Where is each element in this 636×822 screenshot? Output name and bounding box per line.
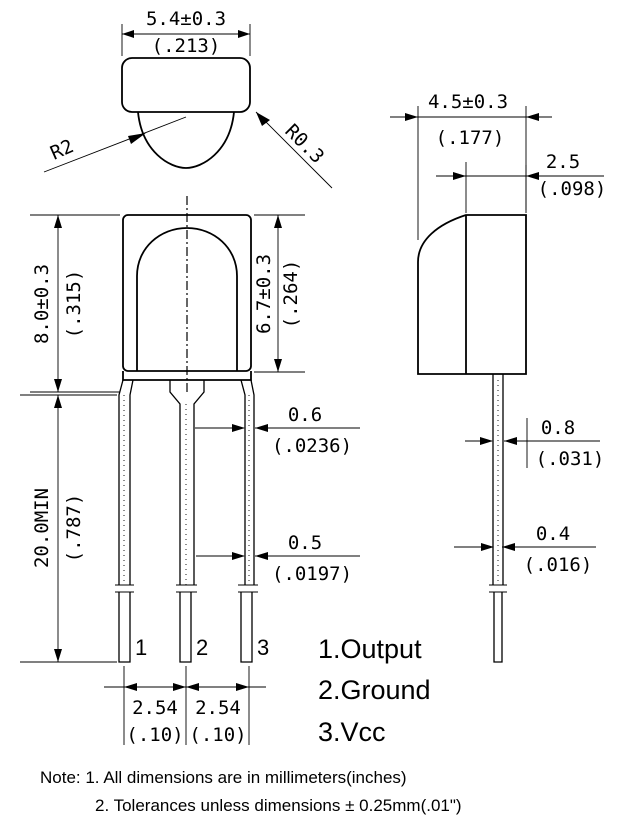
body-height-mm: 8.0±0.3 — [31, 264, 53, 344]
pin-legend: 1.Output 2.Ground 3.Vcc — [318, 634, 431, 747]
depth-mm: 4.5±0.3 — [428, 91, 508, 113]
pitch2-mm: 2.54 — [195, 697, 241, 719]
side-view-body — [417, 214, 527, 375]
body-height-in: (.315) — [63, 270, 85, 339]
top-view: 5.4±0.3 (.213) R2 R0.3 — [43, 8, 333, 189]
lens-depth-mm: 2.5 — [546, 151, 580, 173]
notes: Note: 1. All dimensions are in millimete… — [40, 768, 462, 815]
top-view-lens — [137, 111, 235, 169]
lead-thin-mm: 0.4 — [536, 523, 570, 545]
lead-thick-mm: 0.8 — [541, 417, 575, 439]
lead-length-in: (.787) — [63, 494, 85, 563]
pin-2-label: 2 — [196, 635, 208, 660]
front-view: 1 2 3 8.0±0.3 (.315) 6.7±0.3 (.264) 20.0… — [20, 196, 360, 746]
lens-depth-in: (.098) — [538, 178, 607, 200]
lead-width2-in: (.0197) — [272, 563, 352, 585]
lead-length-mm: 20.0MIN — [31, 488, 53, 568]
radius-left-label: R2 — [47, 135, 77, 164]
legend-vcc: 3.Vcc — [318, 717, 386, 747]
side-view: 4.5±0.3 (.177) 2.5 (.098) 0.8 (.031) 0.4… — [390, 91, 607, 663]
legend-output: 1.Output — [318, 634, 422, 664]
lead-width-in: (.0236) — [272, 435, 352, 457]
pin-1-label: 1 — [135, 635, 147, 660]
pitch1-mm: 2.54 — [132, 697, 178, 719]
pitch2-in: (.10) — [189, 724, 246, 746]
lead-thick-in: (.031) — [536, 448, 605, 470]
top-width-mm: 5.4±0.3 — [146, 8, 226, 30]
legend-ground: 2.Ground — [318, 675, 431, 705]
lead-width2-mm: 0.5 — [288, 532, 322, 554]
lens-height-in: (.264) — [280, 260, 302, 329]
pin-3-label: 3 — [257, 635, 269, 660]
depth-in: (.177) — [436, 127, 505, 149]
lead-width-mm: 0.6 — [288, 404, 322, 426]
top-width-in: (.213) — [152, 35, 221, 57]
pitch1-in: (.10) — [126, 724, 183, 746]
lead-thin-in: (.016) — [524, 554, 593, 576]
top-view-body — [121, 57, 251, 113]
note-line-2: 2. Tolerances unless dimensions ± 0.25mm… — [95, 796, 462, 815]
front-view-lens — [136, 227, 238, 371]
lens-height-mm: 6.7±0.3 — [253, 254, 275, 334]
note-line-1: Note: 1. All dimensions are in millimete… — [40, 768, 407, 787]
